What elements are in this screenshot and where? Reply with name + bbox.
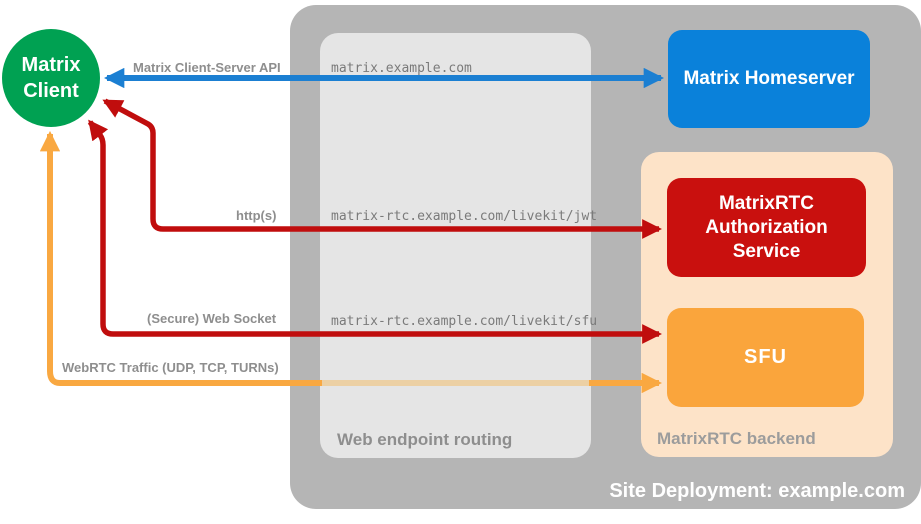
- https-label: http(s): [236, 208, 277, 223]
- matrixrtc-authorization-service-node: MatrixRTC Authorization Service: [667, 178, 866, 277]
- matrixrtc-backend-label: MatrixRTC backend: [657, 429, 816, 448]
- sfu-node: SFU: [667, 308, 864, 407]
- site-deployment-label: Site Deployment: example.com: [609, 480, 905, 502]
- client-server-api-label: Matrix Client-Server API: [133, 60, 281, 75]
- webrtc-traffic-label: WebRTC Traffic (UDP, TCP, TURNs): [62, 360, 279, 375]
- matrix-homeserver-node: Matrix Homeserver: [668, 30, 870, 128]
- web-endpoint-routing-box: Web endpoint routing: [320, 33, 591, 458]
- web-endpoint-routing-label: Web endpoint routing: [337, 430, 513, 449]
- endpoint-livekit-jwt: matrix-rtc.example.com/livekit/jwt: [331, 209, 598, 224]
- endpoint-matrix-example-com: matrix.example.com: [331, 61, 472, 76]
- matrix-client-node: Matrix Client: [2, 29, 100, 127]
- web-socket-label: (Secure) Web Socket: [147, 311, 277, 326]
- endpoint-livekit-sfu: matrix-rtc.example.com/livekit/sfu: [331, 314, 598, 329]
